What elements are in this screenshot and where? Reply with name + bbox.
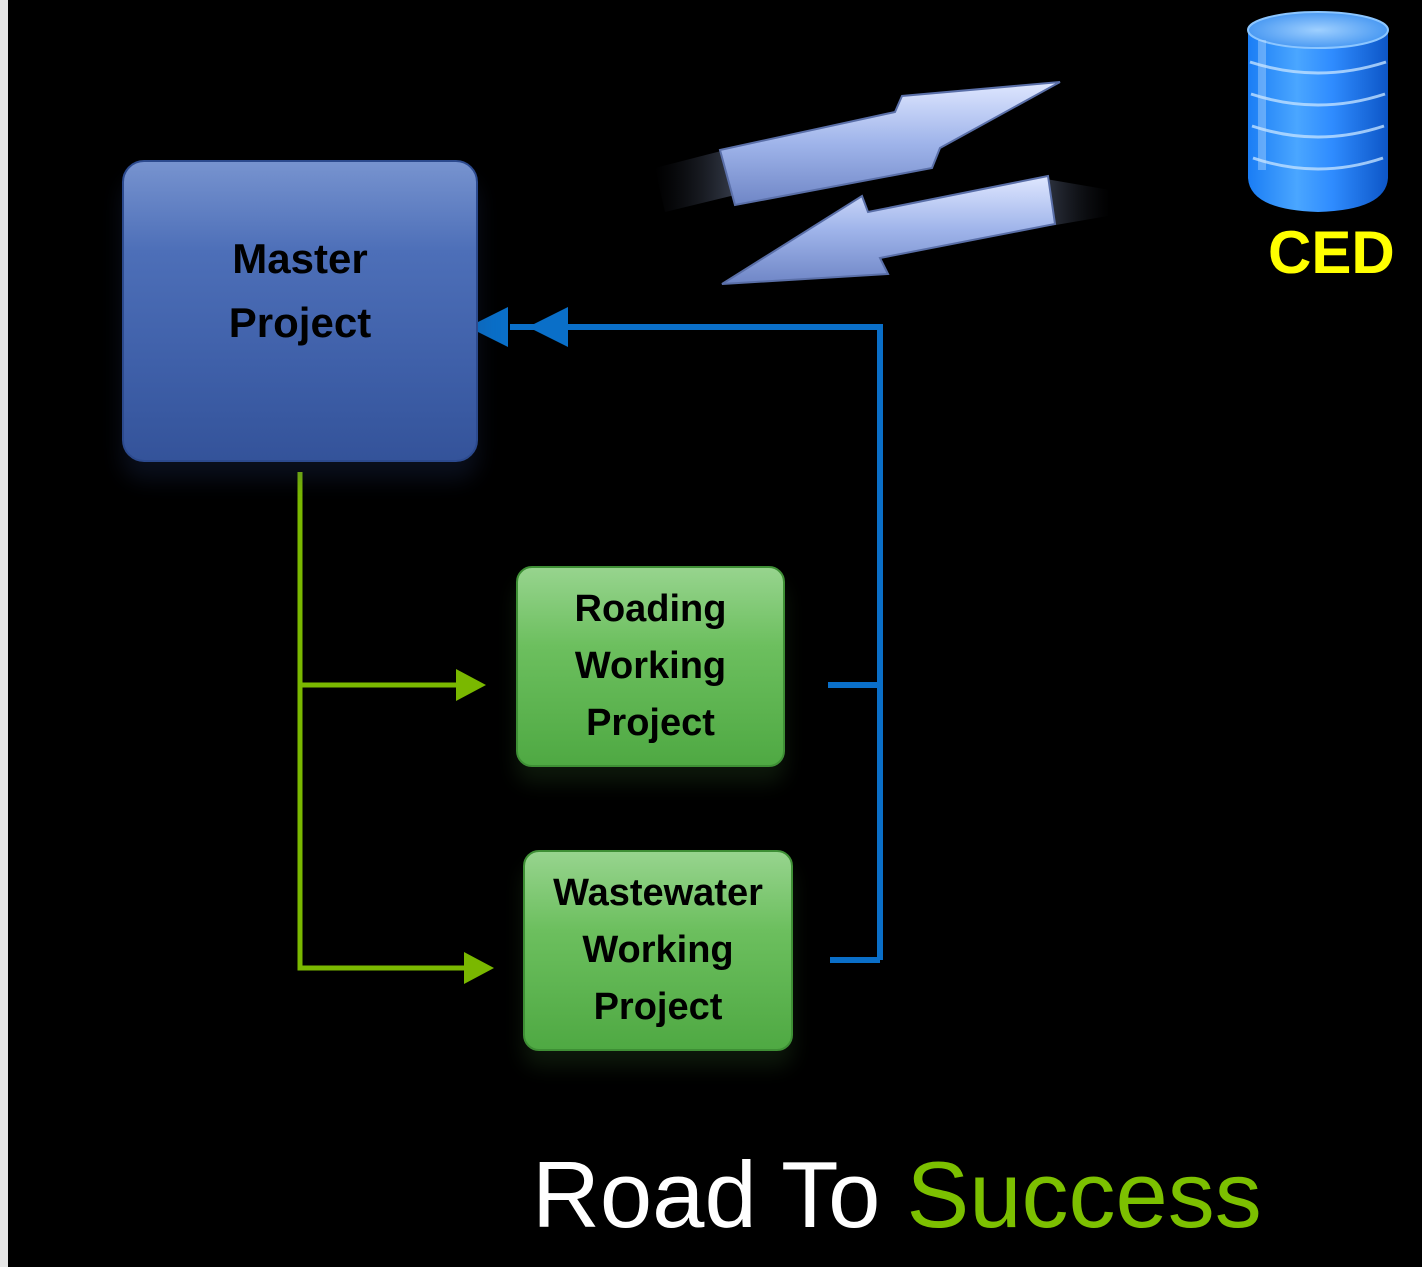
database-cylinder-icon [1247,11,1389,212]
wastewater-label-line1: Wastewater [553,872,763,914]
ced-database-label: CED [1268,219,1395,286]
master-project-node: Master Project [122,160,478,462]
download-arrow [721,174,1057,285]
wastewater-label-line3: Project [593,986,723,1028]
master-project-label-line2: Project [228,299,372,346]
sync-arrows-icon [655,81,1110,285]
download-arrow-tail [1040,178,1110,226]
upload-arrow [718,81,1061,207]
return-arrowhead-inner [468,307,508,347]
wastewater-label-line2: Working [582,929,734,971]
upload-arrow-tail [655,150,735,212]
roading-label-line3: Project [586,702,715,744]
slogan-title: Road To Success [532,1140,1262,1250]
left-margin-strip [0,0,8,1267]
master-project-label-line1: Master [232,235,368,282]
roading-project-node: Roading Working Project [516,566,785,767]
slogan-part1: Road To [532,1142,881,1247]
roading-label-line1: Roading [574,588,727,630]
feed-connector [297,472,470,971]
return-arrowhead-outer [528,307,568,347]
feed-arrowhead-roading [456,669,486,701]
wastewater-project-node: Wastewater Working Project [523,850,793,1051]
return-connector [510,324,883,963]
slogan-accent-word: Success [906,1142,1262,1247]
roading-label-line2: Working [574,645,727,687]
feed-arrowhead-wastewater [464,952,494,984]
